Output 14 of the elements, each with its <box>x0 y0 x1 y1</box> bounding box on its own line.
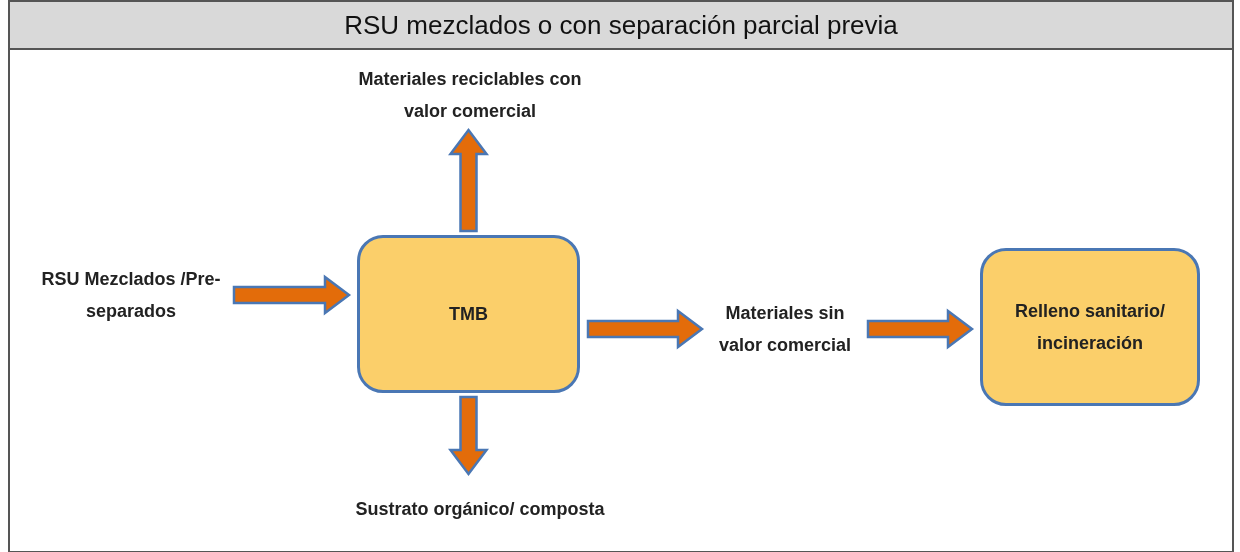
flow-label: Materiales reciclables con valor comercial <box>340 62 600 128</box>
block-arrow <box>232 274 352 316</box>
flow-label: RSU Mezclados /Pre-separados <box>36 250 226 340</box>
block-arrow <box>448 127 489 233</box>
block-arrow <box>866 308 975 350</box>
flow-label: Materiales sin valor comercial <box>710 282 860 376</box>
process-box <box>357 235 580 393</box>
title-bar: RSU mezclados o con separación parcial previa <box>8 0 1234 50</box>
flow-label: Sustrato orgánico/ composta <box>355 476 605 542</box>
block-arrow <box>586 308 705 350</box>
block-arrow <box>448 395 489 477</box>
node-label: Relleno sanitario/ incineración <box>1013 300 1166 355</box>
node-label: TMB <box>449 303 488 326</box>
process-box <box>980 248 1200 406</box>
